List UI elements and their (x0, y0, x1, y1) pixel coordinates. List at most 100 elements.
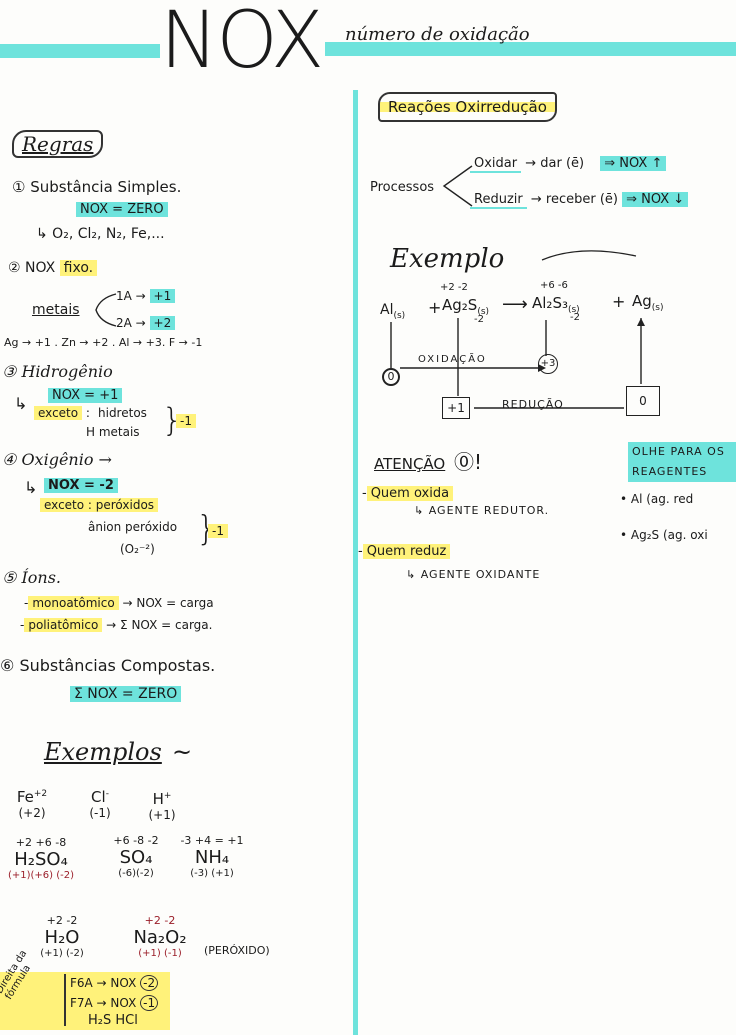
oxidar-result: ⇒ NOX ↑ (600, 156, 667, 171)
eq-al2s3-formula: Al₂S₃ (532, 294, 568, 312)
box-plus1: +1 (442, 397, 470, 419)
eq-ag-symbol: Ag (632, 292, 652, 310)
ex1-0-value: (+2) (18, 806, 46, 820)
rule4-arrow-icon: ↳ (24, 478, 38, 497)
rule3-title: ③ Hidrogênio (2, 362, 113, 381)
ex2-1-top: +6 -8 -2 (113, 834, 159, 847)
redox-title: Reações Oxirredução (378, 92, 557, 122)
quem-oxida: Quem oxida (366, 486, 454, 501)
rule4-exceto: exceto : peróxidos (40, 498, 159, 512)
rule3-exceto-text: exceto (34, 406, 83, 420)
atencao-row: ATENÇÃO ⓪! (370, 446, 482, 475)
box-zero-left: 0 (382, 368, 400, 386)
ex3-1-bottom: (+1) (-1) (138, 948, 182, 959)
eq-al-symbol: Al (380, 302, 394, 318)
rule3-exceto: exceto : (34, 406, 90, 420)
rule5-mono-b: → NOX = carga (122, 596, 214, 610)
ex2-1-formula: SO₄ (119, 847, 153, 868)
rule3-hidretos: hidretos (98, 406, 147, 420)
exemplo-label: Exemplo (390, 244, 505, 274)
processos-label: Processos (370, 180, 435, 195)
ex3-1-formula: Na₂O₂ (133, 927, 187, 948)
footer-line2: F7A → NOX -1 (70, 995, 159, 1011)
eq-ag2s-formula: Ag₂S (442, 296, 478, 314)
ex2-0-top: +2 +6 -8 (15, 836, 67, 849)
rule1-title: ① Substância Simples. (12, 178, 181, 196)
regras-label: Regras (12, 130, 104, 158)
quem-oxida-row: -Quem oxida (362, 486, 454, 501)
page-title: NOX (160, 0, 324, 86)
eq-ag2s: Ag₂S(s) (442, 296, 489, 317)
exemplos-label: Exemplos (44, 738, 162, 766)
eq-arrow: ⟶ (502, 294, 528, 315)
ex1-2-value: (+1) (148, 808, 176, 822)
header-bar-left (0, 44, 160, 58)
olhe-reagentes: OLHE PARA OS REAGENTES (628, 442, 736, 482)
rule3-arrow-icon: ↳ (14, 394, 28, 413)
column-divider (353, 90, 358, 1035)
rule5-num: ⑤ (2, 568, 17, 587)
ex2-item-2: -3 +4 = +1 NH₄ (-3) (+1) (172, 834, 252, 879)
rule3-hmetais: H metais (86, 425, 140, 439)
header-bar-right (325, 42, 736, 56)
reduzir-label: Reduzir (470, 192, 527, 209)
rule4-anion: ânion peróxido (88, 520, 178, 534)
footer-line2-val: -1 (140, 995, 159, 1011)
rule3-badge: NOX = +1 (48, 388, 123, 403)
eq-al2s3-bot: -2 (570, 312, 580, 323)
rule5-title: ⑤ Íons. (2, 568, 61, 587)
rule4-text: Oxigênio → (21, 450, 112, 469)
atencao-mark: ⓪! (454, 450, 483, 474)
rule3-brace: } (162, 401, 183, 439)
rule1-examples: ↳ O₂, Cl₂, N₂, Fe,... (36, 226, 165, 242)
bullet-1: • Al (ag. red (620, 492, 694, 506)
rule5-poli: -poliatômico → Σ NOX = carga. (20, 618, 213, 632)
rule2-branch1-text: 1A → (116, 289, 146, 303)
reduzir-arrow: → receber (ē) (530, 192, 618, 207)
footer-line2-text: F7A → NOX (70, 996, 137, 1010)
ex2-item-1: +6 -8 -2 SO₄ (-6)(-2) (104, 834, 168, 879)
ex3-item-1: +2 -2 Na₂O₂ (+1) (-1) (118, 914, 202, 959)
rule5-poli-a: poliatômico (24, 618, 103, 632)
reduzir-row: Reduzir → receber (ē) ⇒ NOX ↓ (470, 192, 689, 209)
rule1-badge: NOX = ZERO (76, 202, 168, 217)
rule2-branch2-val: +2 (149, 316, 176, 330)
rule4-badge: NOX = -2 (44, 478, 118, 493)
ex1-item-1: Cl- (-1) (80, 788, 120, 820)
eq-al2s3-top: +6 -6 (540, 280, 568, 291)
eq-al: Al(s) (380, 302, 405, 321)
quem-reduz-row: -Quem reduz (358, 544, 451, 559)
rule2-line: Ag → +1 . Zn → +2 . Al → +3. F → -1 (4, 336, 203, 349)
footer-line1-text: F6A → NOX (70, 976, 137, 990)
eq-ag2s-state: (s) (477, 307, 490, 317)
atencao-label: ATENÇÃO (374, 455, 446, 473)
rule2-fixo: fixo. (59, 260, 98, 276)
box-zero-right: 0 (626, 386, 660, 416)
ex3-1-top: +2 -2 (144, 914, 176, 927)
redox-diagram (390, 318, 645, 409)
eq-al2s3: Al₂S₃(s) (532, 294, 580, 315)
rule6-title: ⑥ Substâncias Compostas. (0, 656, 215, 675)
rule5-mono: -monoatômico → NOX = carga (24, 596, 214, 610)
eq-ag2s-top: +2 -2 (440, 282, 468, 293)
rule2-num: ② (8, 260, 21, 276)
eq-ag-state: (s) (651, 303, 664, 313)
ex2-2-bottom: (-3) (+1) (190, 868, 234, 879)
ex1-2-formula: H (152, 790, 164, 808)
processos-brace (442, 165, 473, 207)
rule6-num: ⑥ (0, 656, 15, 675)
ex2-0-bottom: (+1)(+6) (-2) (7, 870, 75, 881)
ex2-2-top: -3 +4 = +1 (180, 834, 244, 847)
ex1-2-charge: + (163, 791, 172, 801)
rule2-nox: NOX (25, 260, 56, 276)
exemplos-tilde: ~ (172, 738, 193, 766)
ex1-item-2: H+ (+1) (142, 790, 182, 822)
footer-line3: H₂S HCl (88, 1013, 138, 1028)
ex1-1-value: (-1) (89, 806, 111, 820)
rule4-title: ④ Oxigênio → (2, 450, 112, 469)
footer-line1-val: -2 (140, 975, 159, 991)
rule4-ion: (O₂⁻²) (120, 542, 155, 556)
rule5-text: Íons. (21, 568, 61, 587)
eq-ag2s-bot: -2 (474, 314, 484, 325)
footer-line1: F6A → NOX -2 (70, 975, 159, 991)
